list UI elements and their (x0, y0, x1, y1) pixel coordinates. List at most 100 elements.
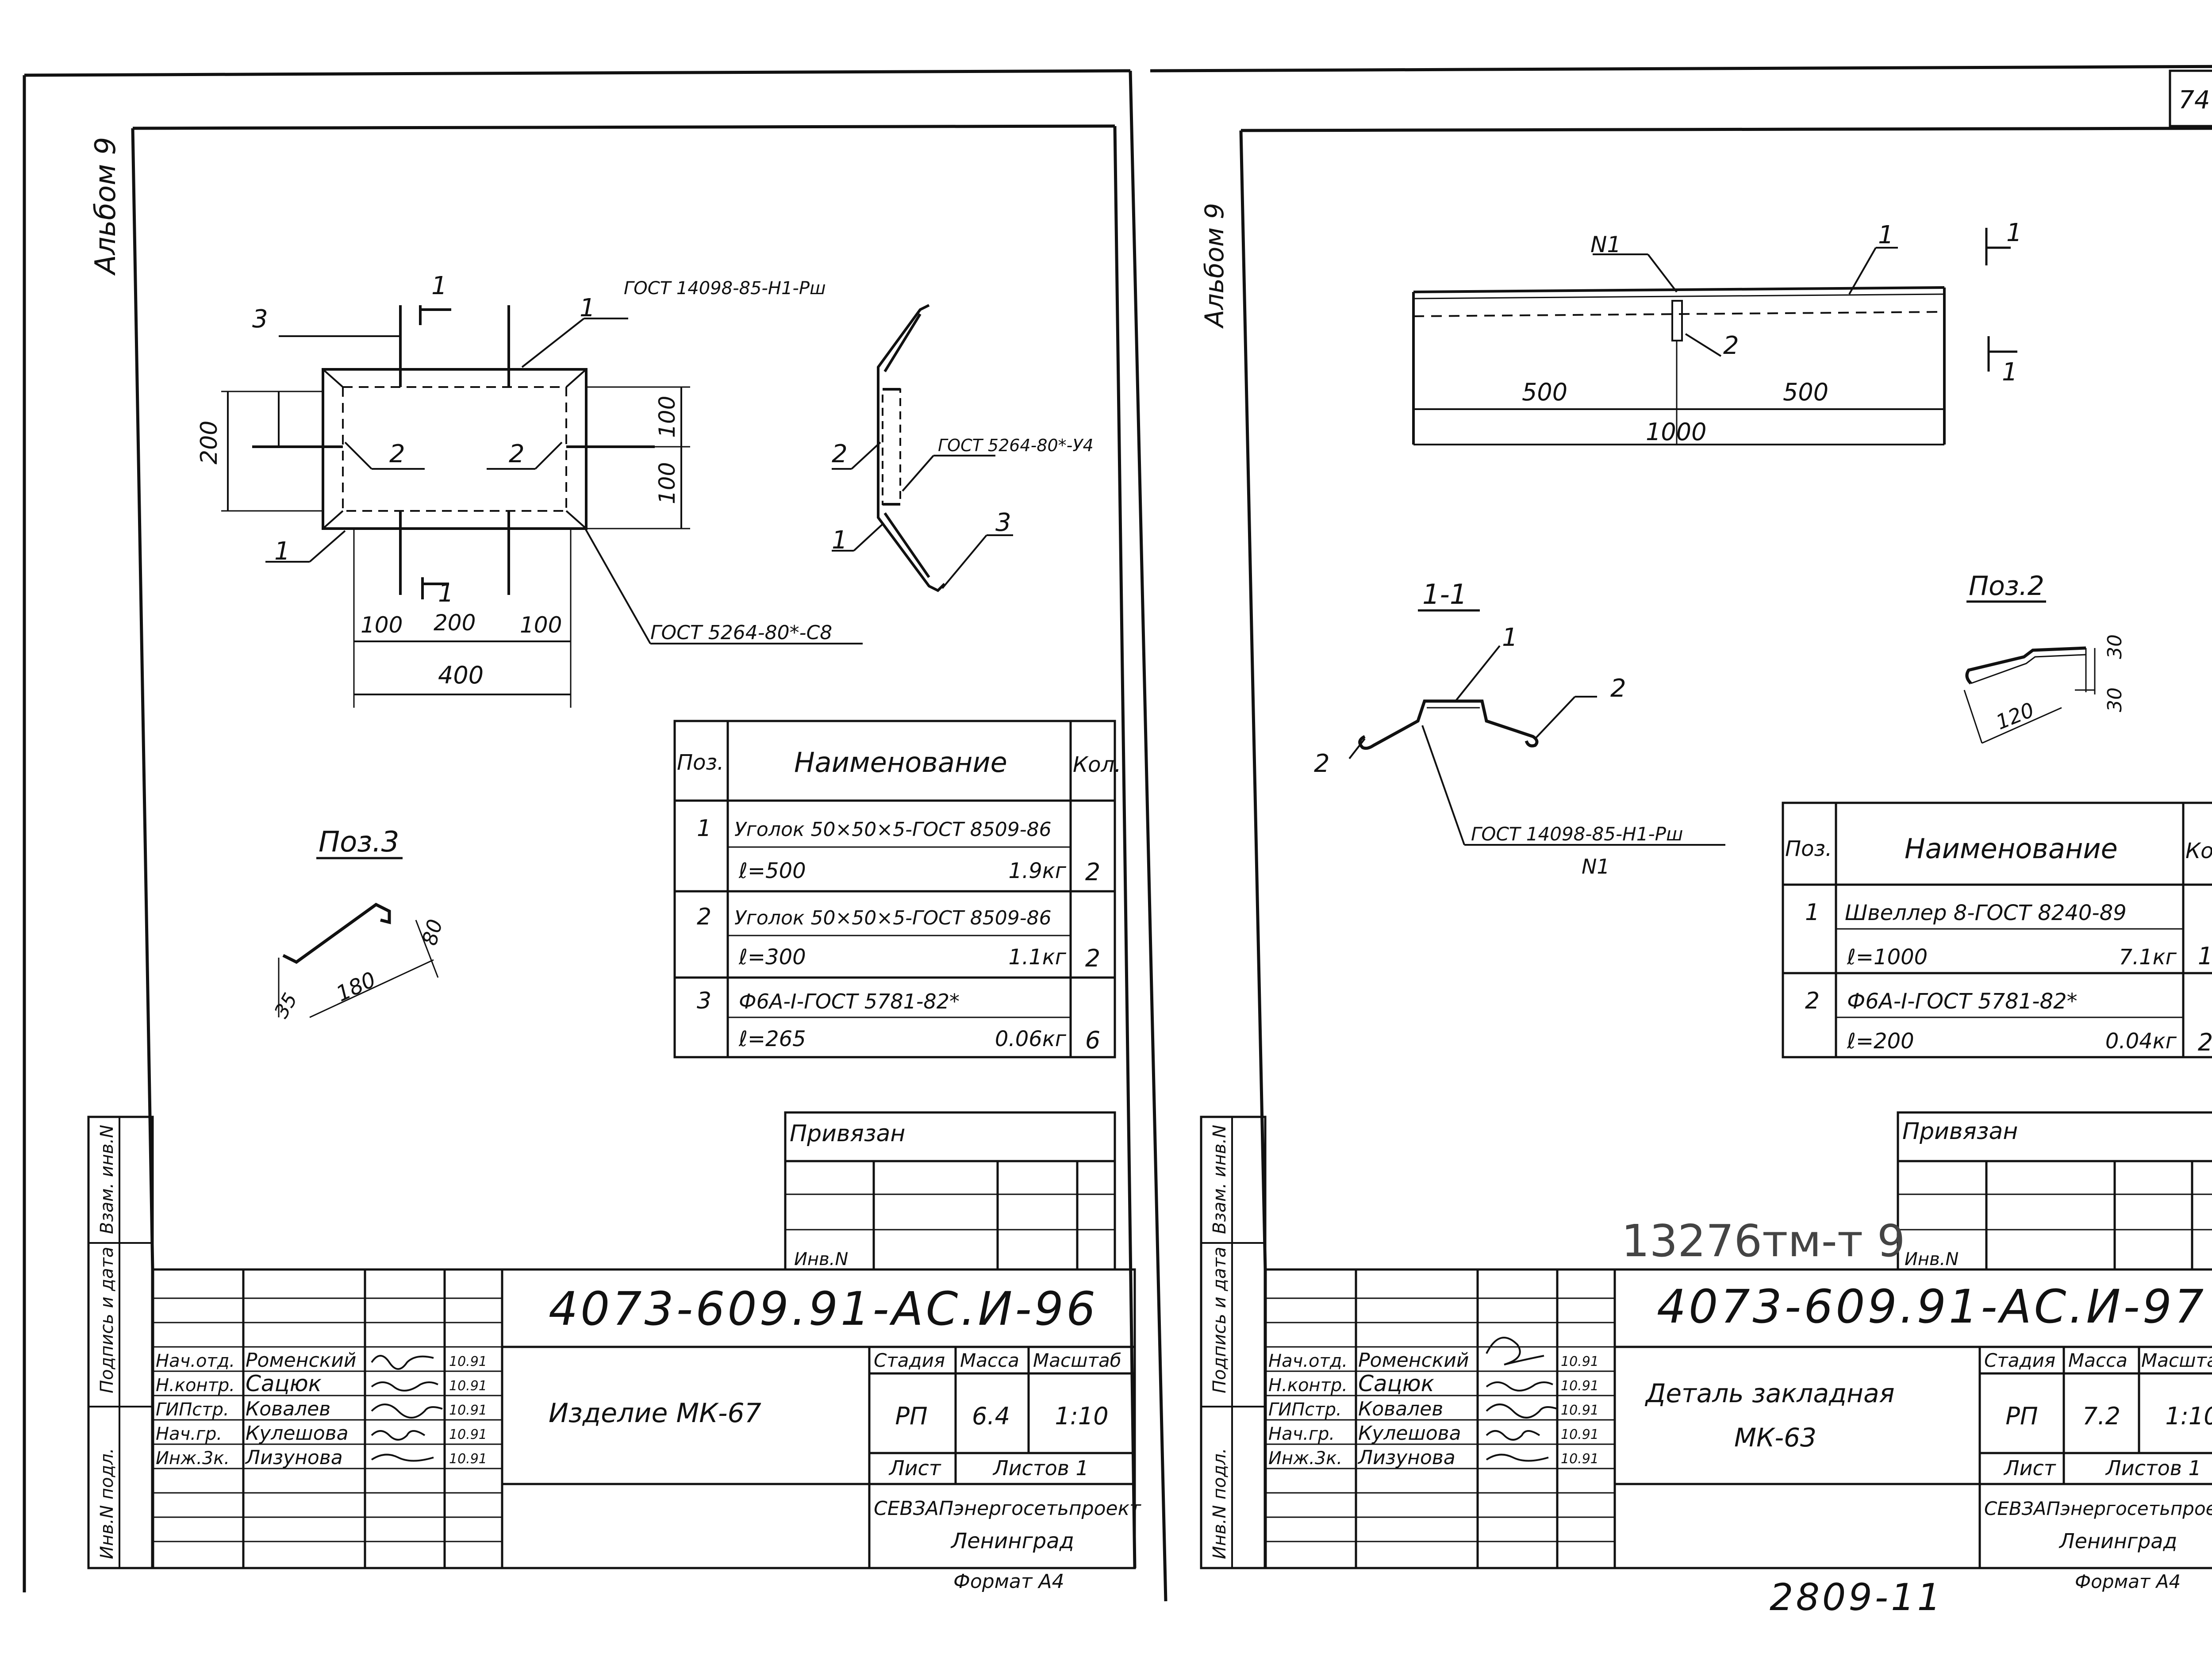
dim-1000: 1000 (1646, 418, 1706, 446)
mass-header: Масса (960, 1350, 1019, 1371)
sign-date: 10.91 (449, 1451, 487, 1467)
left-plan-labels: 1 1 3 200 100 100 100 200 100 400 1 2 2 … (196, 272, 832, 689)
section-mark-1a: 1 (2006, 219, 2022, 247)
spec-qty: 6 (1085, 1026, 1100, 1054)
role: Н.контр. (1268, 1375, 1348, 1396)
right-title-block: 4073-609.91-АС.И-97 Деталь закладная МК-… (1264, 1268, 2212, 1592)
left-side-view (832, 304, 1013, 592)
left-plan-drawing (221, 305, 863, 708)
doc-code: 4073-609.91-АС.И-97 (1657, 1280, 2206, 1334)
dim-500-a: 500 (1522, 378, 1567, 406)
section-gost: ГОСТ 14098-85-Н1-Рш (1471, 823, 1683, 845)
item-name: Изделие МК-67 (549, 1398, 761, 1429)
spec-name: Швеллер 8-ГОСТ 8240-89 (1845, 901, 2127, 925)
section-gost-sub: N1 (1582, 855, 1610, 878)
spec-len: ℓ=300 (738, 945, 806, 970)
sign-date: 10.91 (1561, 1427, 1599, 1442)
side-label-2: 2 (832, 440, 848, 468)
person-name: Роменский (1358, 1349, 1469, 1372)
stamp-inv-label: Инв.N подл. (97, 1448, 117, 1559)
stamp-replace-label: Взам. инв.N (1210, 1125, 1230, 1234)
dim-3: 3 (252, 305, 268, 334)
org-name: СЕВЗАПэнергосетьпроект (874, 1497, 1141, 1520)
album-label-left: Альбом 9 (89, 137, 122, 276)
dim-200-mid: 200 (434, 610, 476, 636)
spec-h-pos: Поз. (1785, 836, 1832, 861)
spec-len: ℓ=200 (1847, 1029, 1914, 1054)
format-label: Формат А4 (2075, 1571, 2181, 1592)
left-spec-table: Поз. Наименование Кол. 1 Уголок 50×50×5-… (673, 720, 1121, 1058)
org-city: Ленинград (2058, 1529, 2177, 1553)
pos-label-1: 1 (580, 294, 595, 322)
pos2-title: Поз.2 (1969, 571, 2044, 602)
person-name: Сацюк (246, 1371, 322, 1396)
scale-value: 1:10 (2165, 1402, 2212, 1430)
stamp-sign-label: Подпись и дата (1210, 1247, 1230, 1393)
stage-value: РП (2005, 1402, 2038, 1430)
pos-label-2a: 2 (389, 440, 405, 468)
sign-date: 10.91 (449, 1354, 487, 1369)
left-bound-block: Привязан Инв.N (784, 1111, 1116, 1271)
outer-frames (23, 65, 2212, 1602)
spec-qty: 2 (1085, 944, 1100, 972)
bound-title: Привязан (1902, 1118, 2018, 1145)
role: Инж.3к. (1268, 1448, 1342, 1469)
stamp-number: 13276тм-т 9 (1621, 1215, 1905, 1267)
spec-mass: 1.9кг (1008, 859, 1066, 883)
section-label-2b: 2 (1314, 749, 1330, 778)
left-inner-frame (131, 124, 1137, 1568)
spec-h-qty: Кол. (1073, 752, 1121, 777)
spec-h-name: Наименование (1905, 832, 2118, 865)
spec-qty: 1 (2198, 942, 2212, 970)
role: Инж.3к. (156, 1448, 230, 1469)
right-elevation-drawing (1412, 228, 2017, 445)
dim-100-d: 100 (520, 612, 562, 638)
item-name: Деталь закладная (1644, 1378, 1895, 1408)
pos-label-1b: 1 (274, 537, 290, 566)
sign-date: 10.91 (449, 1378, 487, 1394)
bound-title: Привязан (790, 1120, 905, 1147)
sign-date: 10.91 (449, 1427, 487, 1442)
role: Нач.отд. (156, 1351, 235, 1371)
side-stamp-right: Инв.N подл. Подпись и дата Взам. инв.N (1200, 1116, 1267, 1569)
gost-weld-bottom: ГОСТ 5264-80*-С8 (650, 621, 832, 644)
person-name: Кулешова (1358, 1422, 1461, 1445)
dim-500-b: 500 (1783, 378, 1828, 406)
spec-len: ℓ=1000 (1847, 945, 1928, 970)
person-name: Ковалев (246, 1398, 330, 1420)
person-name: Ковалев (1358, 1398, 1443, 1420)
person-name: Сацюк (1358, 1371, 1434, 1396)
role: ГИПстр. (156, 1400, 229, 1420)
person-name: Лизунова (1357, 1446, 1455, 1469)
spec-pos: 2 (1805, 988, 1820, 1014)
spec-h-pos: Поз. (677, 750, 724, 775)
org-name: СЕВЗАПэнергосетьпроект (1984, 1498, 2212, 1519)
label-1: 1 (1878, 221, 1894, 249)
right-elevation-labels: N1 1 2 1 1 500 500 1000 (1522, 219, 2022, 446)
scale-header: Масштаб (1033, 1350, 1121, 1371)
left-pos3-detail: Поз.3 80 180 35 (270, 826, 447, 1022)
right-spec-table: Поз. Наименование Кол. 1 Швеллер 8-ГОСТ … (1782, 801, 2212, 1058)
stage-header: Стадия (874, 1350, 945, 1371)
role: ГИПстр. (1268, 1400, 1342, 1420)
pos2-dim-30a: 30 (2104, 634, 2126, 659)
label-n1: N1 (1590, 232, 1621, 257)
sign-date: 10.91 (1561, 1451, 1599, 1467)
pos2-dim-120: 120 (1993, 698, 2038, 734)
mass-header: Масса (2068, 1350, 2128, 1371)
spec-pos: 1 (1805, 899, 1820, 926)
pos3-dim-180: 180 (332, 967, 380, 1006)
pos3-dim-80: 80 (417, 917, 447, 948)
gost-weld-mid: ГОСТ 5264-80*-У4 (938, 436, 1094, 455)
person-name: Лизунова (245, 1446, 343, 1469)
bound-inv: Инв.N (794, 1249, 848, 1269)
section-mark-top: 1 (431, 272, 447, 300)
role: Нач.гр. (1268, 1424, 1335, 1444)
section-mark-bottom: 1 (438, 579, 454, 608)
stage-header: Стадия (1984, 1350, 2055, 1371)
sheets-label: Листов 1 (992, 1456, 1089, 1480)
side-label-1: 1 (832, 526, 848, 555)
pos-label-2b: 2 (509, 440, 525, 468)
role: Нач.гр. (156, 1424, 222, 1444)
